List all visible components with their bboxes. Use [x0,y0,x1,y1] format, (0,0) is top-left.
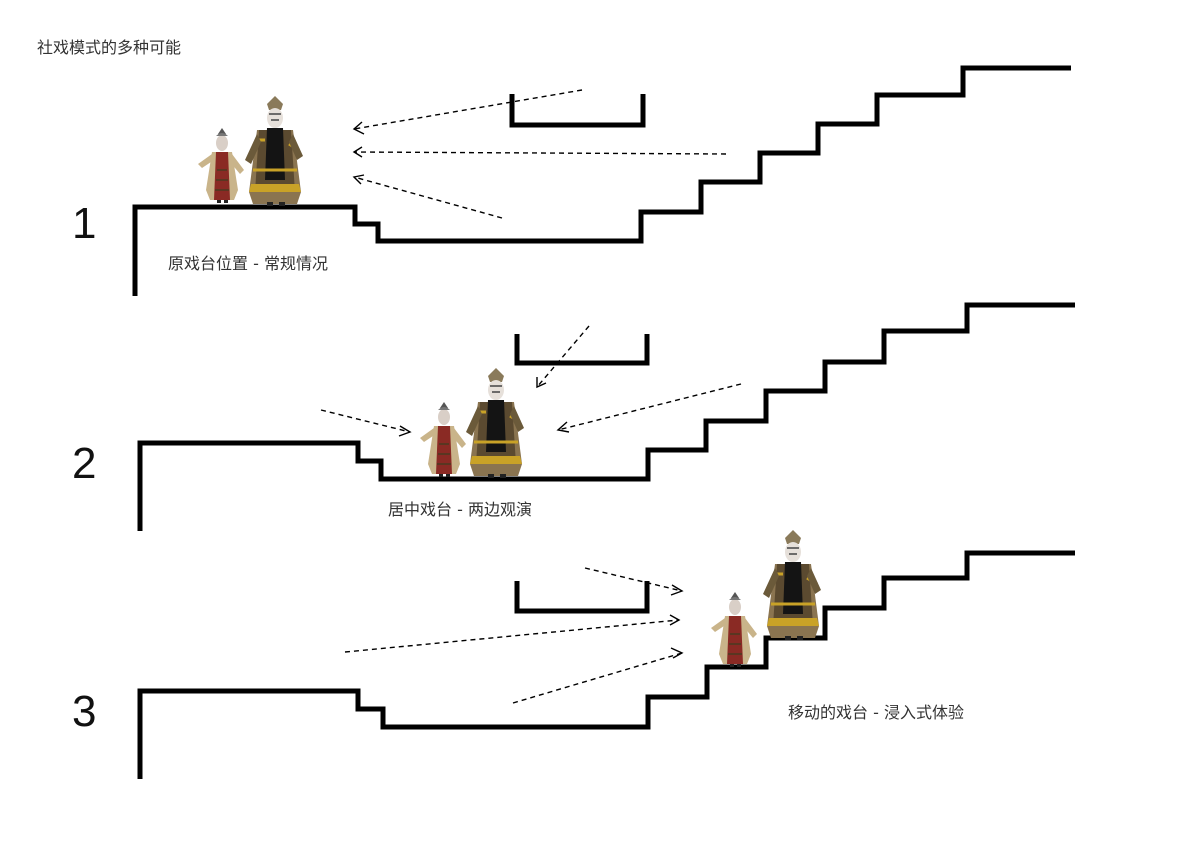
raised-platform-1 [509,94,646,128]
performer-figure [419,366,526,480]
audience-arrow [352,89,727,219]
audience-arrow [320,325,742,437]
raised-platform-3 [514,581,650,614]
section-number-1: 1 [72,199,96,248]
section-number-2: 2 [72,439,96,488]
caption-2: 居中戏台 - 两边观演 [388,500,532,519]
terrain-profile-1 [132,65,1071,296]
caption-3: 移动的戏台 - 浸入式体验 [788,703,964,722]
section-number-3: 3 [72,687,96,736]
section-2: 2 居中戏台 - 两边观演 [72,302,1075,531]
terrain-profile-3 [137,550,1075,779]
performer-figure [197,94,305,208]
page-title: 社戏模式的多种可能 [37,38,182,57]
terrain-profile-2 [137,302,1075,531]
raised-platform-2 [514,334,650,366]
caption-1: 原戏台位置 - 常规情况 [168,254,328,273]
section-1: 1 原戏台位置 - 常规情况 [72,65,1071,296]
section-3: 3 移动的戏台 - 浸入式体验 [72,528,1075,779]
audience-arrow [344,567,684,704]
